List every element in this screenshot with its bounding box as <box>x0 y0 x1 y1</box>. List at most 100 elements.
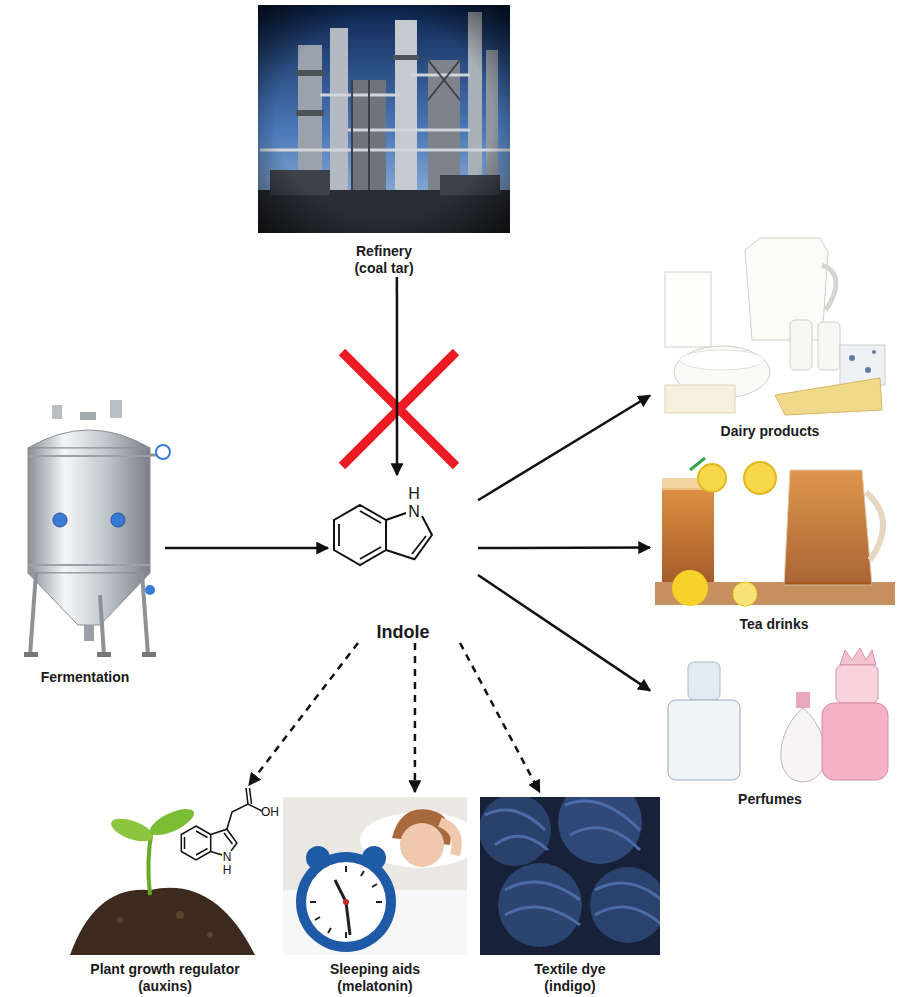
node-label: Indole <box>377 622 430 643</box>
fermenter-tank-part <box>30 573 148 655</box>
source-node: Fermentation <box>5 395 165 686</box>
application-node: Tea drinks <box>650 455 898 633</box>
indole-structure-part <box>334 505 386 565</box>
atom-label: N <box>408 504 420 520</box>
dairy-photo-part <box>865 367 871 373</box>
node-label: Refinery (coal tar) <box>339 243 429 277</box>
fermenter-tank-part <box>28 573 150 625</box>
seedling-illustration-part <box>117 917 123 923</box>
application-node: Dairy products <box>650 228 890 440</box>
perfume-photo-part <box>668 700 740 780</box>
product-node: Indole <box>328 475 478 643</box>
sleep-photo <box>283 797 467 955</box>
tea-photo-part <box>866 492 883 560</box>
indole-structure-part <box>339 511 381 559</box>
dairy-photo-part <box>745 238 828 340</box>
seedling-illustration <box>70 804 255 955</box>
fermenter-tank <box>24 400 170 657</box>
application-node: Perfumes <box>650 645 890 808</box>
atom-label: OH <box>261 806 279 818</box>
fermenter-tank-part <box>52 405 62 419</box>
fermenter-tank-part <box>28 456 150 565</box>
seedling-illustration-part <box>176 911 184 919</box>
dairy-photo <box>665 238 885 415</box>
fermenter-tank-part <box>28 430 150 448</box>
fermenter-tank-part <box>110 400 122 418</box>
derivative-node: Sleeping aids (melatonin) <box>280 792 470 995</box>
atom-label: H <box>408 486 420 502</box>
fermenter-tank-part <box>142 652 156 657</box>
fermenter-tank-part <box>28 448 150 573</box>
perfume-photo-part <box>822 703 888 780</box>
auxin-structure-part <box>224 833 233 844</box>
refinery-photo-part <box>258 5 510 233</box>
source-node: Refinery (coal tar) <box>255 5 513 277</box>
sleep-photo-part <box>335 880 350 935</box>
sleep-photo-part <box>283 797 467 955</box>
perfume-photo-part <box>836 665 878 703</box>
dashed-arrow <box>460 643 540 792</box>
sleep-photo-part <box>306 862 386 942</box>
refinery-photo-part <box>258 5 510 233</box>
derivative-node: Plant growth regulator (auxins) <box>60 785 270 995</box>
seedling-illustration-part <box>70 888 255 955</box>
node-label: Tea drinks <box>740 616 809 633</box>
sleep-photo-part <box>440 822 457 855</box>
fermenter-tank-part <box>24 652 38 657</box>
yarn-photo-part <box>485 801 660 925</box>
dairy-photo-part <box>680 350 764 370</box>
flow-arrow <box>478 575 650 691</box>
yarn-photo-part <box>558 797 642 864</box>
dairy-photo-part <box>822 265 836 310</box>
indole-structure <box>334 505 432 565</box>
tea-photo <box>655 458 895 606</box>
refinery-photo <box>258 5 510 233</box>
fermenter-tank-part <box>111 513 125 527</box>
perfume-photo-part <box>796 692 810 708</box>
node-label: Perfumes <box>738 791 802 808</box>
red-cross-mark-part <box>342 352 456 466</box>
node-label: Fermentation <box>41 669 130 686</box>
indole-structure-part <box>412 536 426 554</box>
fermenter-tank-part <box>97 652 111 657</box>
seedling-illustration-part <box>146 804 197 841</box>
auxin-structure <box>181 788 262 860</box>
seedling-illustration-part <box>108 814 156 846</box>
yarn-photo <box>480 797 660 955</box>
fermenter-tank-part <box>53 513 67 527</box>
node-label: Dairy products <box>721 423 820 440</box>
dairy-photo-part <box>665 385 735 413</box>
perfume-photo-part <box>840 648 876 665</box>
perfume-photo <box>668 648 888 782</box>
node-label: Sleeping aids (melatonin) <box>310 961 440 995</box>
seedling-illustration-part <box>207 932 213 938</box>
dashed-arrow <box>249 643 358 785</box>
atom-label: N <box>223 851 232 863</box>
auxin-structure-part <box>227 788 262 829</box>
perfume-photo-part <box>688 662 720 700</box>
auxin-structure-part <box>185 831 208 855</box>
dairy-photo-part <box>849 355 855 361</box>
tea-photo-part <box>662 488 714 582</box>
perfume-photo-part <box>781 708 825 782</box>
red-cross-mark <box>342 352 456 466</box>
flow-arrow <box>478 546 650 549</box>
fermenter-tank-part <box>80 412 96 420</box>
node-label: Textile dye (indigo) <box>515 961 625 995</box>
flow-arrow <box>396 277 399 475</box>
red-cross-mark-part <box>342 352 456 466</box>
flow-arrow <box>165 547 328 550</box>
auxin-structure-part <box>181 826 210 860</box>
tea-photo-part <box>744 462 776 494</box>
flow-arrow <box>478 395 650 500</box>
dairy-photo-part <box>790 320 812 370</box>
sleep-photo-part <box>343 899 349 905</box>
dairy-photo-part <box>665 272 711 347</box>
sleep-photo-part <box>400 823 444 867</box>
dashed-arrow <box>414 643 417 792</box>
fermenter-tank-part <box>145 585 155 595</box>
dairy-photo-part <box>775 378 882 415</box>
